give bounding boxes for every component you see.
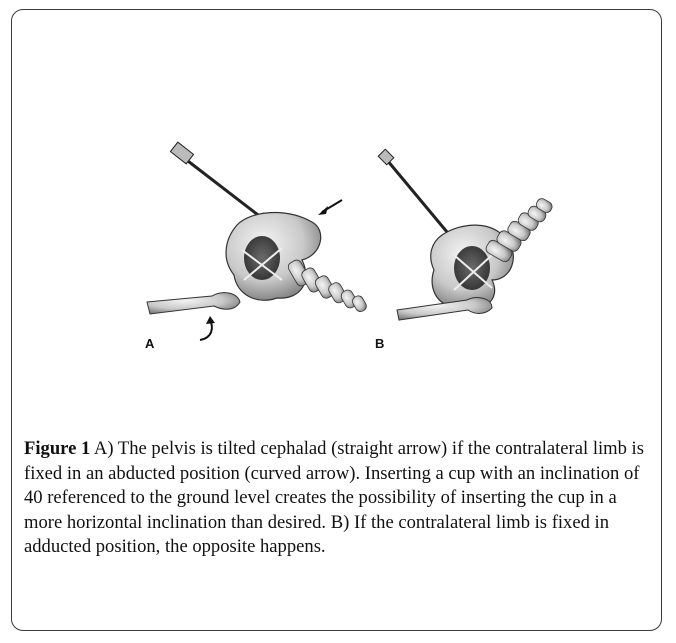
panel-label-b: B bbox=[375, 336, 384, 351]
pelvis-illustration bbox=[142, 130, 562, 370]
panel-a-drawing bbox=[147, 142, 368, 340]
figure-caption: Figure 1 A) The pelvis is tilted cephala… bbox=[24, 437, 654, 560]
panel-label-a: A bbox=[145, 336, 154, 351]
panel-b-drawing bbox=[378, 149, 554, 320]
caption-text: A) The pelvis is tilted cephalad (straig… bbox=[24, 438, 644, 557]
caption-title: Figure 1 bbox=[24, 438, 90, 459]
